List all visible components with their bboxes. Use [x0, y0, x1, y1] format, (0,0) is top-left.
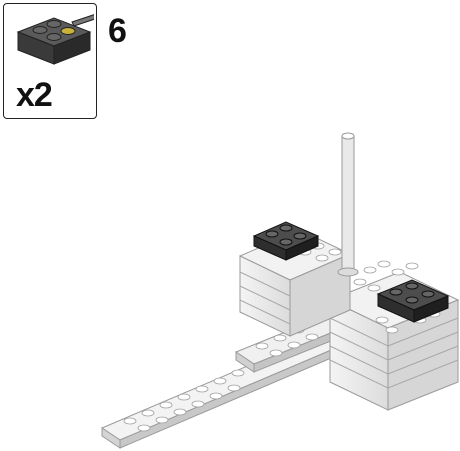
new-part-dark-brick-left — [252, 221, 320, 261]
parts-callout: x2 — [3, 3, 97, 119]
part-quantity: x2 — [16, 76, 53, 114]
new-part-dark-brick-right — [376, 279, 450, 323]
step-number: 6 — [108, 12, 127, 50]
axle — [337, 132, 359, 277]
dark-gray-2x2-brick-with-pin-icon — [16, 14, 94, 65]
